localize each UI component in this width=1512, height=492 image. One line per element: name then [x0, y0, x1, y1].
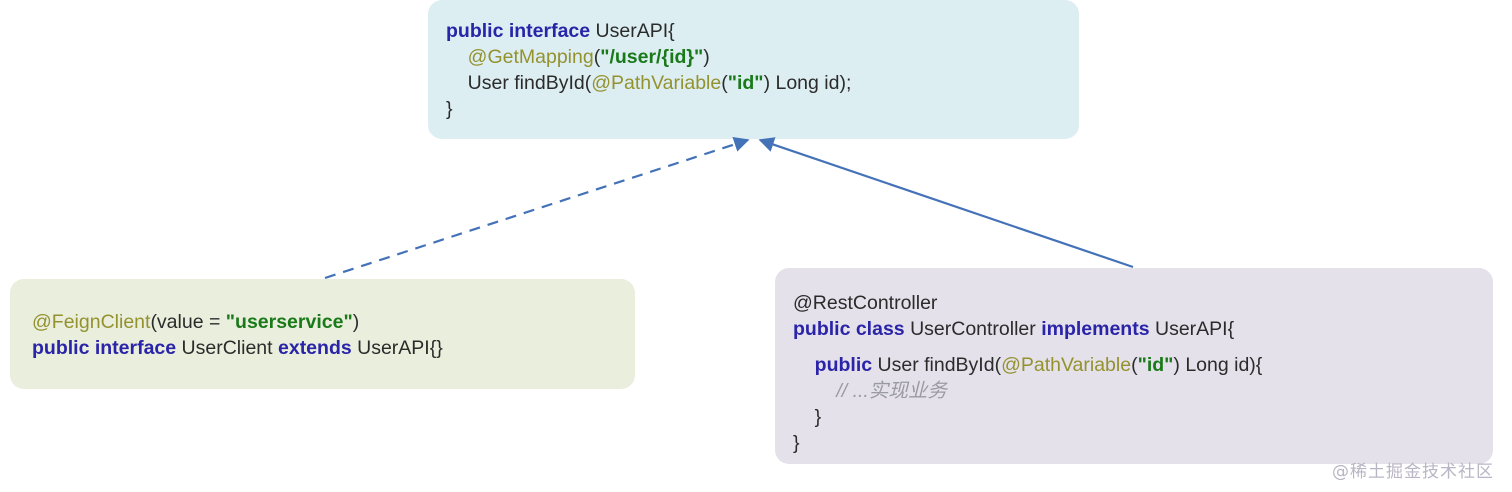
- code-token-plain: User findById(: [877, 354, 1002, 376]
- code-token-plain: (: [1131, 354, 1138, 376]
- code-token-kw: public: [814, 354, 878, 376]
- code-line: }: [793, 430, 1471, 456]
- implements-relation: [758, 137, 1134, 269]
- code-line: public interface UserAPI{: [446, 18, 1057, 44]
- code-token-plain: @RestController: [793, 292, 938, 314]
- code-line: @GetMapping("/user/{id}"): [446, 44, 1057, 70]
- code-token-plain: ): [703, 46, 710, 68]
- code-token-plain: UserAPI{: [1154, 318, 1235, 340]
- watermark: @稀土掘金技术社区: [1332, 462, 1494, 482]
- code-token-plain: UserAPI{}: [357, 337, 443, 359]
- code-token-ann: @PathVariable: [591, 72, 722, 94]
- code-token-plain: UserClient: [181, 337, 278, 359]
- extends-relation: [324, 136, 750, 280]
- code-line: }: [446, 96, 1057, 122]
- code-box-userclient: @FeignClient(value = "userservice")publi…: [10, 279, 635, 389]
- code-token-ann: @FeignClient: [32, 311, 151, 333]
- code-token-ann: @PathVariable: [1001, 354, 1132, 376]
- code-token-plain: }: [446, 98, 453, 120]
- code-token-plain: (: [593, 46, 601, 68]
- code-token-plain: (: [721, 72, 728, 94]
- code-token-kw: implements: [1041, 318, 1155, 340]
- code-token-plain: ) Long id);: [763, 72, 852, 94]
- code-line: public class UserController implements U…: [793, 316, 1471, 342]
- code-line: User findById(@PathVariable("id") Long i…: [446, 70, 1057, 96]
- code-line: public User findById(@PathVariable("id")…: [793, 352, 1471, 378]
- code-token-kw: public interface: [32, 337, 182, 359]
- code-token-plain: UserController: [910, 318, 1042, 340]
- code-token-plain: UserAPI{: [595, 20, 675, 42]
- code-line: @FeignClient(value = "userservice"): [32, 309, 613, 335]
- code-token-str: "userservice": [225, 311, 353, 333]
- code-token-plain: }: [793, 432, 800, 454]
- code-token-ann: @GetMapping: [467, 46, 594, 68]
- code-token-plain: (value =: [150, 311, 226, 333]
- code-token-str: "id": [727, 72, 764, 94]
- code-line: public interface UserClient extends User…: [32, 335, 613, 361]
- code-line: // ...实现业务: [793, 378, 1471, 404]
- code-token-plain: ) Long id){: [1173, 354, 1263, 376]
- code-token-str: "/user/{id}": [600, 46, 704, 68]
- code-token-kw: public class: [793, 318, 911, 340]
- code-line: }: [793, 404, 1471, 430]
- code-token-str: "id": [1137, 354, 1174, 376]
- code-token-kw: public interface: [446, 20, 596, 42]
- code-token-plain: }: [814, 406, 822, 428]
- code-token-cmt: // ...实现业务: [836, 380, 947, 402]
- code-box-userapi: public interface UserAPI{ @GetMapping("/…: [428, 0, 1079, 139]
- code-token-plain: ): [352, 311, 360, 333]
- code-line: @RestController: [793, 290, 1471, 316]
- code-token-plain: User findById(: [467, 72, 592, 94]
- code-token-kw: extends: [278, 337, 358, 359]
- code-line: [793, 342, 1471, 352]
